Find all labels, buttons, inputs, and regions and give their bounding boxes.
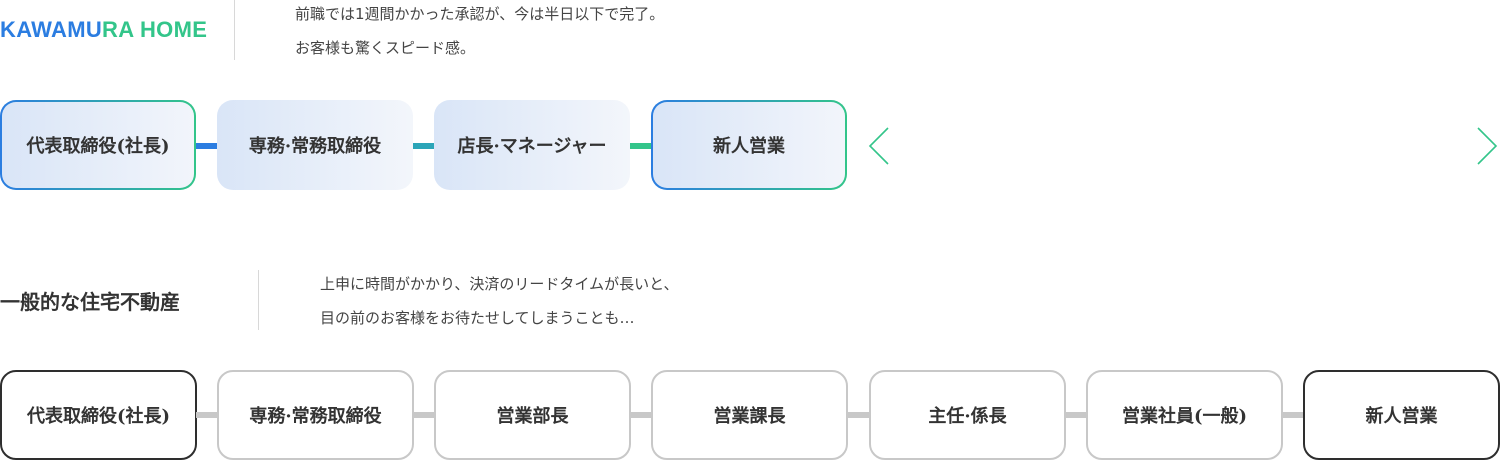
kawamura-connector-2 — [413, 143, 434, 149]
logo-part-blue: KAWAMU — [0, 17, 103, 42]
general-step-sales-director: 営業部長 — [434, 370, 631, 460]
general-step-sales-staff: 営業社員(一般) — [1086, 370, 1283, 460]
general-step-supervisor: 主任·係長 — [869, 370, 1066, 460]
kawamura-description: 前職では1週間かかった承認が、今は半日以下で完了。 お客様も驚くスピード感。 — [295, 0, 664, 65]
general-desc-line1: 上申に時間がかかり、決済のリードタイムが長いと、 — [320, 275, 679, 293]
general-step-new-sales: 新人営業 — [1303, 370, 1500, 460]
general-connector-3 — [630, 412, 654, 418]
general-connector-2 — [413, 412, 437, 418]
general-step-executive: 専務·常務取締役 — [217, 370, 414, 460]
general-connector-4 — [847, 412, 871, 418]
kawamura-step-manager: 店長·マネージャー — [434, 100, 630, 190]
kawamura-step-new-sales: 新人営業 — [651, 100, 847, 190]
kawamura-step-executive: 専務·常務取締役 — [217, 100, 413, 190]
logo-part-green: RA HOME — [102, 17, 208, 42]
general-connector-1 — [196, 412, 220, 418]
kawamura-desc-line2: お客様も驚くスピード感。 — [295, 39, 476, 57]
general-desc-line2: 目の前のお客様をお待たせしてしまうことも… — [320, 309, 635, 327]
general-title: 一般的な住宅不動産 — [0, 290, 180, 314]
general-step-president: 代表取締役(社長) — [0, 370, 197, 460]
kawamura-connector-1 — [196, 143, 217, 149]
section1-divider — [234, 0, 235, 60]
general-description: 上申に時間がかかり、決済のリードタイムが長いと、 目の前のお客様をお待たせしてし… — [320, 267, 679, 335]
general-connector-6 — [1282, 412, 1306, 418]
section2-divider — [258, 270, 259, 330]
general-step-sales-section-chief: 営業課長 — [651, 370, 848, 460]
kawamura-connector-3 — [630, 143, 651, 149]
kawamura-home-logo: KAWAMURA HOME — [0, 17, 207, 43]
kawamura-desc-line1: 前職では1週間かかった承認が、今は半日以下で完了。 — [295, 5, 665, 23]
double-arrow-icon — [868, 127, 1498, 165]
kawamura-step-president: 代表取締役(社長) — [0, 100, 196, 190]
general-connector-5 — [1065, 412, 1089, 418]
